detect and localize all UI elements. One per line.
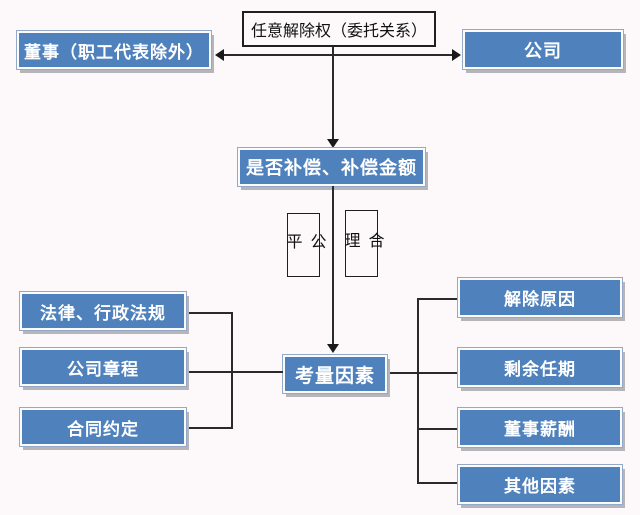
node-remaining-term: 剩余任期 xyxy=(458,348,622,387)
left-tree-branch-top xyxy=(189,312,233,314)
left-tree-branch-bottom xyxy=(189,427,233,429)
criterion-fair-label: 公平 xyxy=(283,233,325,263)
node-other-factors: 其他因素 xyxy=(458,465,622,504)
criterion-fair-box: 公平 xyxy=(284,213,325,277)
node-directors: 董事（职工代表除外） xyxy=(17,31,211,69)
connector-title-decision xyxy=(332,47,334,142)
right-tree-branch-4 xyxy=(417,482,458,484)
termination-right-label-box: 任意解除权（委托关系） xyxy=(242,11,436,47)
connector-directors-company xyxy=(222,54,454,56)
criterion-reasonable-label: 合理 xyxy=(341,231,383,262)
node-director-compensation: 董事薪酬 xyxy=(458,408,622,447)
node-considerations: 考量因素 xyxy=(283,355,387,393)
right-tree-vertical-line xyxy=(417,298,419,484)
left-tree-vertical-line xyxy=(231,312,233,429)
arrow-right-icon xyxy=(452,49,461,61)
node-company-charter: 公司章程 xyxy=(20,348,186,386)
right-tree-branch-3 xyxy=(417,428,458,430)
arrow-down-icon xyxy=(327,344,339,353)
arrow-down-icon xyxy=(327,139,339,148)
node-contract-terms: 合同约定 xyxy=(20,408,186,446)
arrow-left-icon xyxy=(215,49,224,61)
node-termination-reason: 解除原因 xyxy=(458,278,622,317)
left-tree-branch-middle xyxy=(189,371,283,373)
node-laws-regulations: 法律、行政法规 xyxy=(20,292,186,330)
connector-decision-center xyxy=(332,186,334,346)
node-compensation-decision: 是否补偿、补偿金额 xyxy=(238,148,425,186)
right-tree-branch-2 xyxy=(390,372,458,374)
criterion-reasonable-box: 合理 xyxy=(342,210,383,277)
node-company: 公司 xyxy=(463,30,623,69)
right-tree-branch-1 xyxy=(417,298,458,300)
